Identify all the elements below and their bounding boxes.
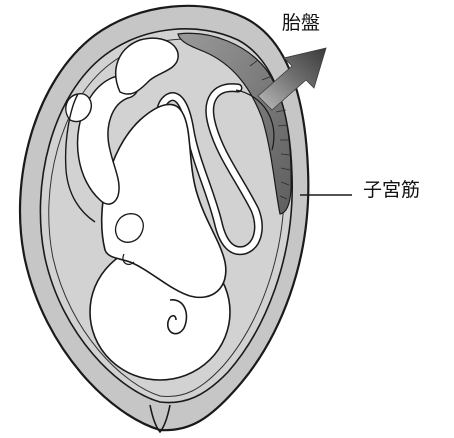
placenta-label: 胎盤	[282, 14, 320, 33]
myometrium-label: 子宮筋	[363, 181, 420, 200]
